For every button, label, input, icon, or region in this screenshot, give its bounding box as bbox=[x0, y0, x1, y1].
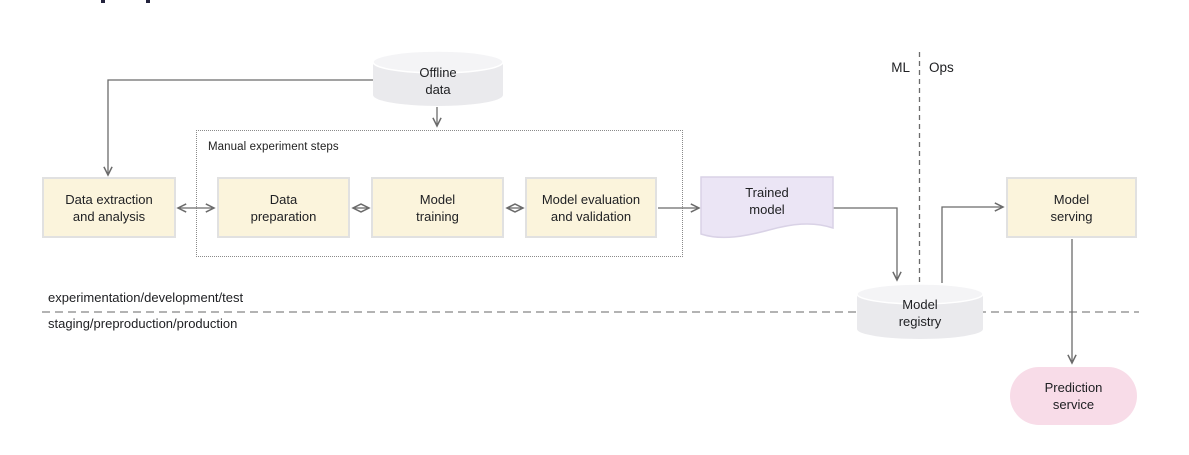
arrow-offline-to-extraction bbox=[103, 79, 373, 177]
environment-label-bottom: staging/preproduction/production bbox=[48, 316, 238, 331]
arrow-registry-to-serving bbox=[941, 202, 1005, 283]
node-data-preparation: Data preparation bbox=[217, 177, 350, 238]
node-offline-data-label: Offline data bbox=[419, 65, 457, 97]
node-model-evaluation: Model evaluation and validation bbox=[525, 177, 657, 238]
clipped-text-artifact bbox=[101, 0, 105, 3]
environment-label-top: experimentation/development/test bbox=[48, 290, 244, 305]
node-model-training: Model training bbox=[371, 177, 504, 238]
arrow-trained-model-to-registry bbox=[833, 207, 902, 282]
clipped-text-artifact bbox=[146, 0, 150, 3]
trained-model-document bbox=[700, 176, 834, 239]
node-trained-model-label: Trained model bbox=[745, 185, 789, 217]
node-model-serving: Model serving bbox=[1006, 177, 1137, 238]
ml-side-label: ML bbox=[891, 60, 910, 75]
node-prediction-service: Prediction service bbox=[1010, 367, 1137, 425]
model-registry-cylinder bbox=[856, 283, 984, 339]
ops-side-label: Ops bbox=[929, 60, 954, 75]
offline-data-cylinder bbox=[372, 50, 504, 106]
node-data-extraction: Data extraction and analysis bbox=[42, 177, 176, 238]
group-label: Manual experiment steps bbox=[208, 141, 339, 153]
manual-experiment-steps-group: Manual experiment steps bbox=[196, 130, 683, 257]
node-model-registry-label: Model registry bbox=[898, 297, 942, 329]
